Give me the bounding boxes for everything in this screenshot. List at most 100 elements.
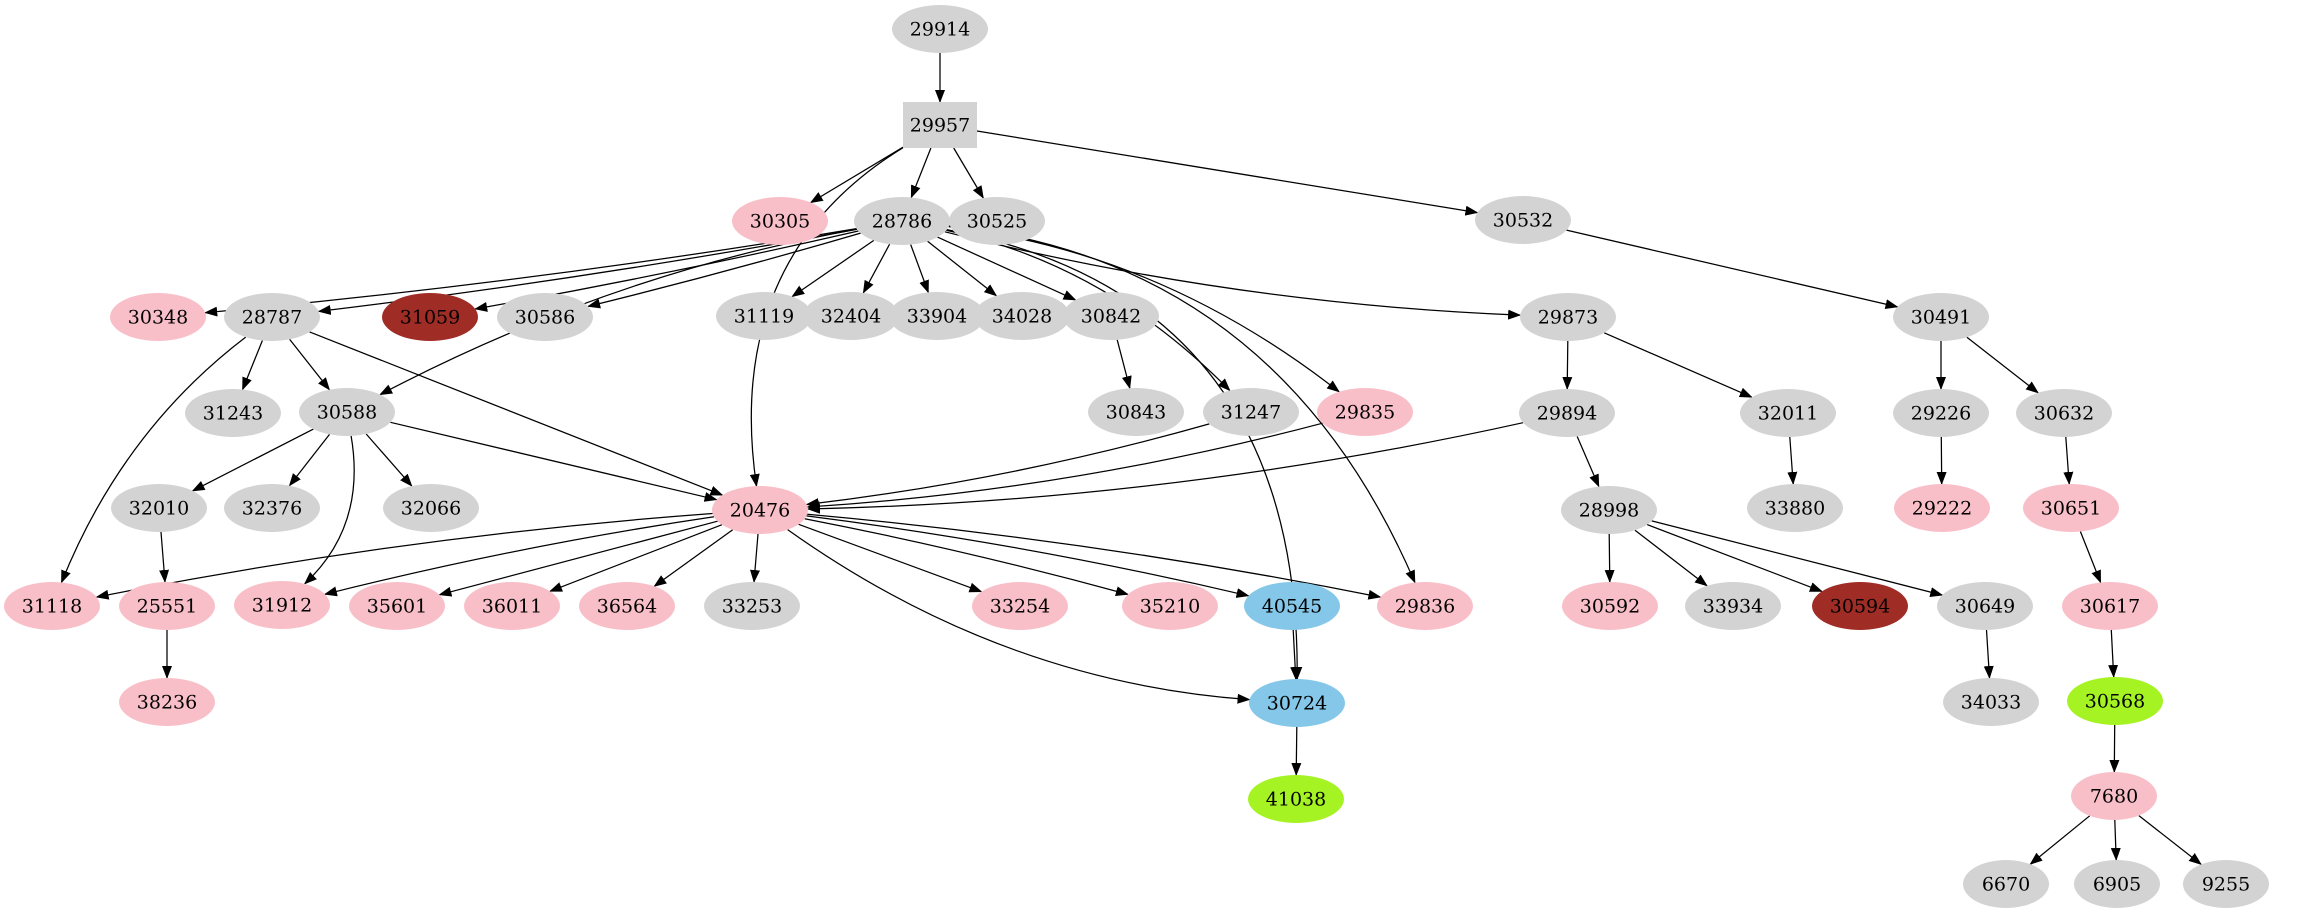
node-30842: 30842	[1063, 292, 1159, 340]
node-label: 31119	[734, 306, 794, 328]
node-shape-ellipse	[185, 389, 281, 437]
edge-29873-32011	[1603, 332, 1753, 398]
node-36011: 36011	[464, 582, 560, 630]
edge-28786-29836	[948, 225, 1416, 584]
node-20476: 20476	[712, 486, 808, 534]
edge-28786-34028	[927, 240, 998, 297]
node-31059: 31059	[382, 293, 478, 341]
edge-20476-36011	[549, 524, 723, 592]
node-label: 31243	[203, 403, 263, 425]
node-shape-ellipse	[1249, 679, 1345, 727]
node-label: 7680	[2090, 786, 2138, 808]
node-31247: 31247	[1203, 388, 1299, 436]
node-29835: 29835	[1317, 388, 1413, 436]
node-label: 30651	[2041, 498, 2101, 520]
edge-30588-31912	[303, 435, 355, 585]
node-32376: 32376	[224, 484, 320, 532]
edge-28786-32404	[862, 243, 891, 294]
node-label: 29873	[1538, 307, 1598, 329]
edge-20476-35601	[438, 520, 718, 597]
node-shape-ellipse	[1248, 775, 1344, 823]
node-29957: 29957	[903, 102, 977, 148]
node-shape-ellipse	[1244, 582, 1340, 630]
node-label: 30842	[1081, 306, 1141, 328]
node-label: 31118	[22, 596, 82, 618]
node-32066: 32066	[383, 484, 479, 532]
edge-30724-41038	[1291, 726, 1302, 776]
node-shape-ellipse	[972, 582, 1068, 630]
node-label: 31059	[400, 307, 460, 329]
node-label: 41038	[1266, 789, 1326, 811]
edges-layer	[60, 53, 2202, 866]
edge-7680-9255	[2138, 815, 2202, 866]
node-label: 29957	[910, 115, 970, 137]
node-label: 29835	[1335, 402, 1395, 424]
node-shape-ellipse	[234, 581, 330, 629]
node-label: 33254	[990, 596, 1050, 618]
node-31118: 31118	[4, 582, 100, 630]
node-30594: 30594	[1812, 582, 1908, 630]
node-shape-ellipse	[1685, 582, 1781, 630]
node-label: 31912	[252, 595, 312, 617]
node-30724: 30724	[1249, 679, 1345, 727]
node-shape-ellipse	[1377, 582, 1473, 630]
edge-28787-30588	[289, 338, 331, 391]
node-30588: 30588	[299, 388, 395, 436]
node-33254: 33254	[972, 582, 1068, 630]
node-shape-ellipse	[949, 197, 1045, 245]
node-30525: 30525	[949, 197, 1045, 245]
edge-28786-30586	[587, 232, 861, 309]
node-label: 30592	[1580, 596, 1640, 618]
node-label: 28786	[872, 211, 932, 233]
node-label: 29836	[1395, 596, 1455, 618]
node-label: 35601	[367, 596, 427, 618]
node-shape-ellipse	[299, 388, 395, 436]
node-label: 33934	[1703, 596, 1763, 618]
edge-29957-28786	[910, 147, 932, 199]
node-label: 34033	[1961, 692, 2021, 714]
node-label: 20476	[730, 500, 790, 522]
node-shape-ellipse	[349, 582, 445, 630]
edge-20476-40545	[806, 515, 1250, 598]
node-label: 35210	[1140, 596, 1200, 618]
node-label: 32011	[1758, 403, 1818, 425]
node-shape-ellipse	[1122, 582, 1218, 630]
node-label: 38236	[137, 692, 197, 714]
edge-29894-20476	[807, 422, 1524, 514]
node-label: 30532	[1493, 210, 1553, 232]
edge-32010-25551	[159, 531, 170, 583]
edge-20476-33254	[798, 523, 983, 593]
node-shape-box	[903, 102, 977, 148]
node-shape-ellipse	[1203, 388, 1299, 436]
node-shape-ellipse	[1893, 389, 1989, 437]
edge-40545-30724	[1290, 629, 1301, 680]
node-30348: 30348	[110, 293, 206, 341]
edge-28998-33934	[1634, 529, 1708, 587]
node-label: 29914	[910, 19, 970, 41]
node-label: 36011	[482, 596, 542, 618]
node-label: 30525	[967, 211, 1027, 233]
edge-30588-32376	[288, 434, 330, 487]
node-30491: 30491	[1893, 293, 1989, 341]
node-shape-ellipse	[2023, 484, 2119, 532]
node-label: 31247	[1221, 402, 1281, 424]
node-32011: 32011	[1740, 389, 1836, 437]
edge-28786-30724	[946, 228, 1303, 680]
node-29873: 29873	[1520, 293, 1616, 341]
node-label: 6905	[2093, 874, 2141, 896]
node-28786: 28786	[854, 197, 950, 245]
node-shape-ellipse	[2183, 860, 2269, 908]
node-30532: 30532	[1475, 196, 1571, 244]
node-label: 32010	[129, 498, 189, 520]
node-34028: 34028	[974, 292, 1070, 340]
node-shape-ellipse	[497, 293, 593, 341]
node-25551: 25551	[119, 582, 215, 630]
node-9255: 9255	[2183, 860, 2269, 908]
node-label: 28998	[1579, 500, 1639, 522]
node-31912: 31912	[234, 581, 330, 629]
node-shape-ellipse	[1943, 678, 2039, 726]
node-28787: 28787	[224, 293, 320, 341]
edge-30617-30568	[2108, 629, 2119, 678]
